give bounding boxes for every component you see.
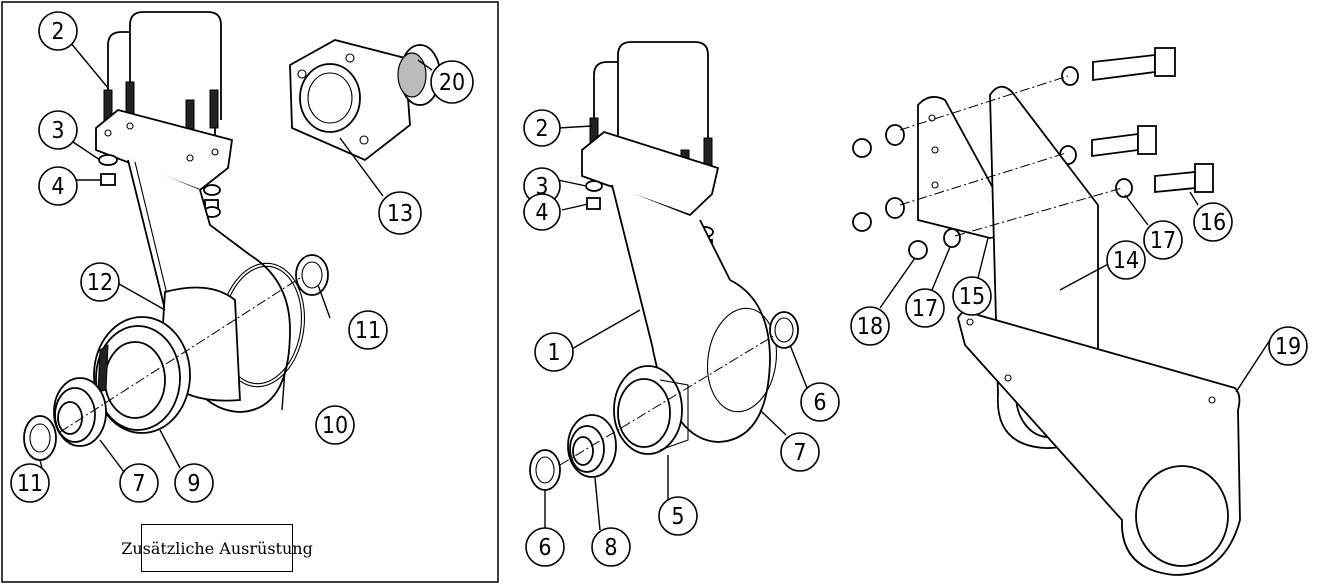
callout-label: 11 bbox=[17, 471, 43, 497]
callout-label: 14 bbox=[1113, 248, 1139, 274]
callout-label: 9 bbox=[187, 471, 200, 497]
callout-label: 6 bbox=[813, 390, 826, 416]
callout-4: 4 bbox=[38, 166, 78, 206]
callout-label: 1 bbox=[547, 340, 560, 366]
left-assembly bbox=[23, 11, 441, 461]
callout-15: 15 bbox=[952, 276, 992, 316]
callout-3: 3 bbox=[38, 110, 78, 150]
callout-7: 7 bbox=[780, 432, 820, 472]
callout-label: 4 bbox=[535, 200, 548, 226]
callout-label: 7 bbox=[132, 471, 145, 497]
callout-14: 14 bbox=[1106, 240, 1146, 280]
washer-6-right bbox=[769, 311, 799, 349]
callout-6: 6 bbox=[525, 527, 565, 567]
callout-label: 8 bbox=[604, 535, 617, 561]
callout-label: 19 bbox=[1275, 334, 1301, 360]
washer-6-left bbox=[529, 449, 561, 491]
callout-label: 20 bbox=[439, 70, 465, 96]
callout-label: 18 bbox=[857, 314, 883, 340]
callout-2: 2 bbox=[523, 109, 561, 147]
callout-1: 1 bbox=[534, 332, 574, 372]
bearing-7 bbox=[53, 377, 107, 447]
bolts bbox=[1059, 47, 1214, 198]
clamp-plate bbox=[95, 109, 234, 192]
clamp-plate-mid bbox=[581, 130, 720, 217]
callout-2: 2 bbox=[38, 11, 78, 51]
group-frame bbox=[1, 1, 499, 583]
callout-7: 7 bbox=[119, 463, 159, 503]
callout-label: 11 bbox=[355, 318, 381, 344]
additional-equipment-note: Zusätzliche Ausrüstung bbox=[121, 524, 313, 572]
callout-10: 10 bbox=[315, 405, 355, 445]
callout-19: 19 bbox=[1268, 326, 1308, 366]
callout-label: 5 bbox=[671, 504, 684, 530]
callout-4: 4 bbox=[523, 193, 561, 231]
note-text: Zusätzliche Ausrüstung bbox=[121, 538, 313, 558]
callout-8: 8 bbox=[591, 527, 631, 567]
callout-17: 17 bbox=[1143, 220, 1183, 260]
callout-label: 7 bbox=[793, 440, 806, 466]
nuts-left bbox=[852, 124, 961, 260]
flange-bearing bbox=[289, 39, 441, 162]
ring-8 bbox=[707, 307, 777, 413]
leader-lines bbox=[39, 41, 1271, 531]
middle-assembly bbox=[529, 41, 799, 491]
callout-11: 11 bbox=[10, 463, 50, 503]
callout-11: 11 bbox=[348, 310, 388, 350]
callout-label: 13 bbox=[387, 201, 413, 227]
callout-label: 6 bbox=[538, 535, 551, 561]
callout-17: 17 bbox=[905, 288, 945, 328]
callout-label: 12 bbox=[87, 270, 113, 296]
callout-label: 4 bbox=[51, 174, 64, 200]
housing-9 bbox=[93, 286, 241, 434]
right-assembly bbox=[852, 47, 1241, 576]
callout-label: 15 bbox=[959, 284, 985, 310]
callout-label: 10 bbox=[322, 413, 348, 439]
callout-5: 5 bbox=[658, 496, 698, 536]
callout-16: 16 bbox=[1193, 202, 1233, 242]
callout-label: 17 bbox=[1150, 228, 1176, 254]
callout-9: 9 bbox=[174, 463, 214, 503]
washer-11-left bbox=[23, 415, 57, 461]
callout-3: 3 bbox=[523, 167, 561, 205]
washer-11-right bbox=[295, 254, 329, 296]
callout-12: 12 bbox=[80, 262, 120, 302]
callout-6: 6 bbox=[800, 382, 840, 422]
callout-20: 20 bbox=[430, 60, 474, 104]
callout-label: 3 bbox=[51, 118, 64, 144]
callout-13: 13 bbox=[378, 191, 422, 235]
callout-label: 2 bbox=[51, 19, 64, 45]
callout-label: 17 bbox=[912, 296, 938, 322]
callout-18: 18 bbox=[850, 306, 890, 346]
callout-label: 16 bbox=[1200, 210, 1226, 236]
housing-5 bbox=[613, 365, 689, 455]
callout-label: 2 bbox=[535, 116, 548, 142]
